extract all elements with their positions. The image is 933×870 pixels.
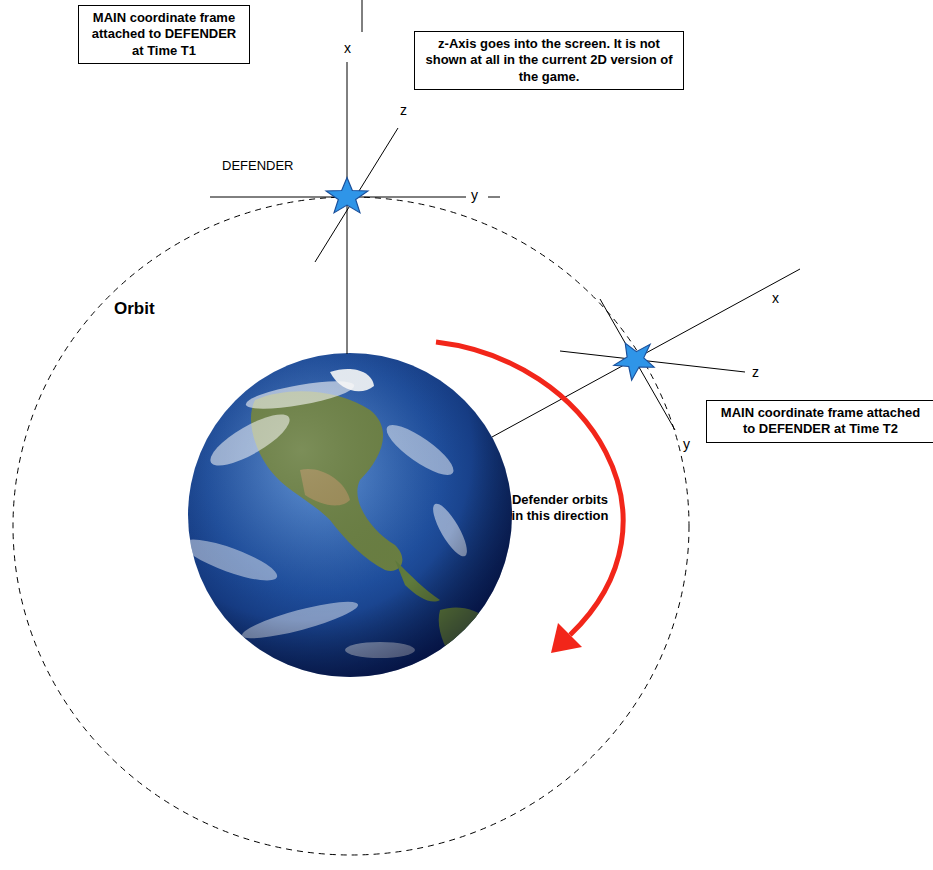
orbit-label: Orbit xyxy=(114,298,155,319)
note-box: MAIN coordinate frame attached to DEFEND… xyxy=(706,400,933,443)
defender-star xyxy=(607,333,661,385)
note-box: z-Axis goes into the screen. It is not s… xyxy=(414,31,684,90)
y-axis-line xyxy=(488,197,500,198)
earth-shading xyxy=(188,353,512,677)
ship-label: DEFENDER xyxy=(222,158,294,174)
axis-label: z xyxy=(752,364,759,382)
axis-line xyxy=(362,0,363,32)
orbit-path xyxy=(13,197,689,855)
axis-label: y xyxy=(683,436,690,454)
note-box: MAIN coordinate frame attached to DEFEND… xyxy=(78,5,250,64)
direction-note: Defender orbits in this direction xyxy=(510,492,610,525)
arrow-head xyxy=(551,623,582,653)
note-text: MAIN coordinate frame attached to DEFEND… xyxy=(716,405,925,438)
z-axis-line xyxy=(560,351,745,372)
defender-star xyxy=(326,177,368,212)
axis-label: y xyxy=(471,187,478,205)
z-axis-line xyxy=(315,128,398,262)
direction-arrow xyxy=(436,342,623,635)
note-text: MAIN coordinate frame attached to DEFEND… xyxy=(88,10,240,59)
x-axis-line xyxy=(347,62,348,354)
note-text: z-Axis goes into the screen. It is not s… xyxy=(424,36,674,85)
axis-label: z xyxy=(400,102,407,120)
axis-label: x xyxy=(772,290,779,308)
earth-picture xyxy=(179,353,512,677)
earth-ocean xyxy=(188,353,512,677)
axis-label: x xyxy=(344,40,351,58)
y-axis-line xyxy=(600,299,675,430)
